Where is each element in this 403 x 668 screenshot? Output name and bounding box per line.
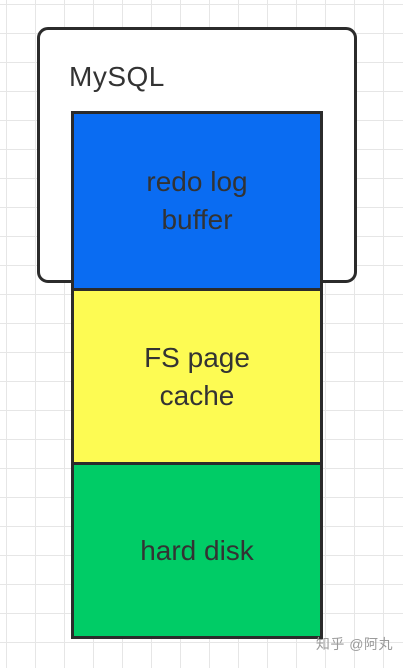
fs-page-cache-block: FS page cache: [71, 288, 323, 465]
mysql-label: MySQL: [69, 61, 165, 92]
redo-log-buffer-label: redo log buffer: [146, 166, 248, 235]
redo-log-buffer-block: redo log buffer: [71, 111, 323, 291]
hard-disk-block: hard disk: [71, 462, 323, 639]
hard-disk-label: hard disk: [140, 534, 254, 566]
watermark: 知乎 @阿丸: [315, 636, 393, 652]
fs-page-cache-label: FS page cache: [144, 341, 250, 411]
